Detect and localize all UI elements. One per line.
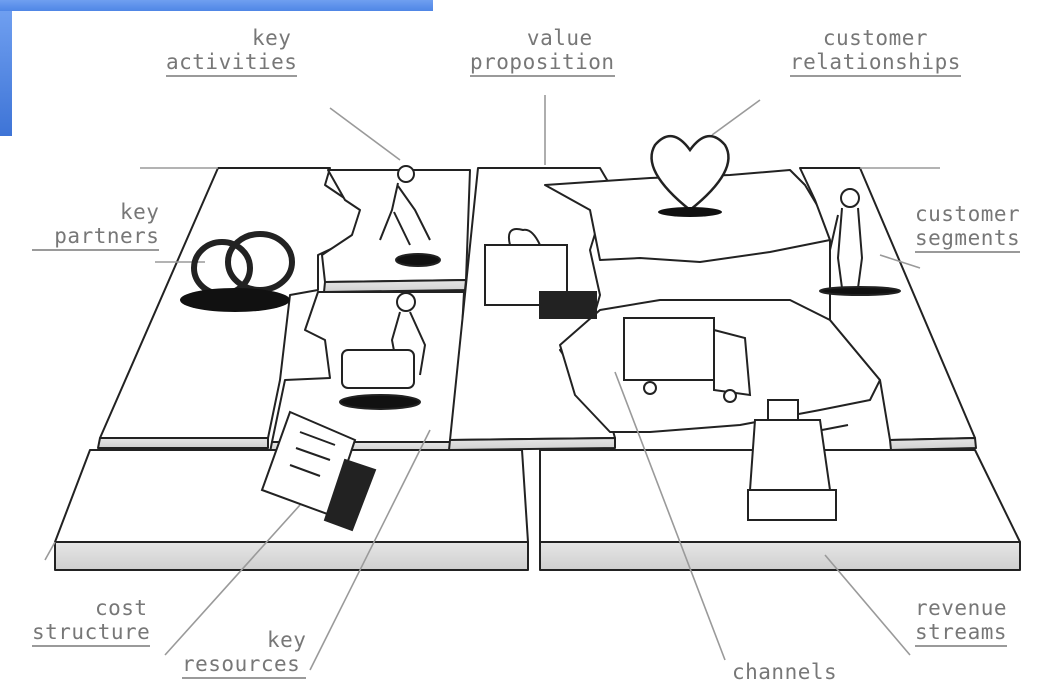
person-standing-icon — [819, 188, 901, 296]
window-corner-bar — [0, 0, 433, 11]
heart-icon — [650, 135, 730, 217]
label-key-activities: key activities — [166, 26, 298, 77]
block-customer-segments — [799, 167, 977, 451]
label-cost-structure: cost structure — [32, 596, 151, 647]
block-key-activities — [321, 169, 471, 293]
label-customer-relationships: customer relationships — [790, 26, 961, 77]
label-key-resources: key resources — [182, 628, 307, 679]
label-value-proposition: value proposition — [470, 26, 615, 77]
window-corner-bar-side — [0, 11, 12, 136]
document-scroll-icon — [260, 410, 377, 532]
delivery-truck-icon — [623, 317, 752, 403]
label-revenue-streams: revenue streams — [915, 596, 1008, 647]
interlocked-rings-icon — [180, 231, 295, 312]
cash-register-icon — [747, 399, 849, 521]
label-key-partners: key partners — [32, 200, 160, 251]
gift-box-icon — [484, 228, 597, 319]
label-customer-segments: customer segments — [915, 202, 1021, 253]
label-channels: channels — [732, 660, 838, 684]
worker-digging-icon — [379, 165, 441, 267]
worker-with-machine-icon — [339, 292, 427, 410]
